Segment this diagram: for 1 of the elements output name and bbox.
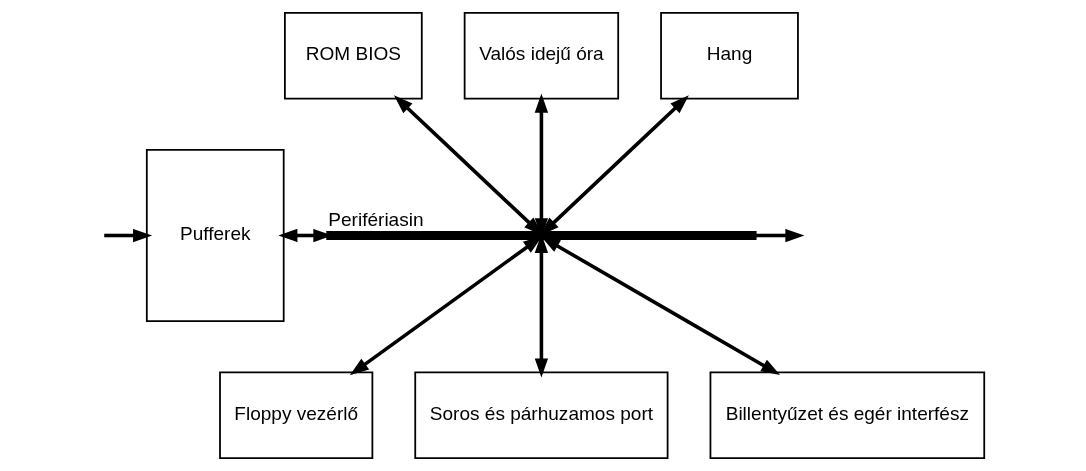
node-label: Perifériasin: [327, 208, 424, 230]
